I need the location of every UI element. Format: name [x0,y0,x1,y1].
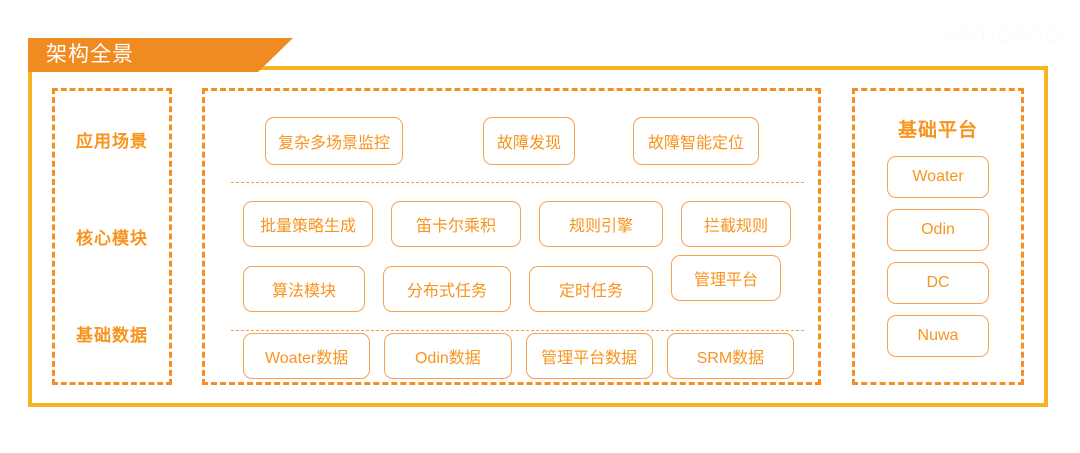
chip-platform-dc[interactable]: DC [887,262,989,304]
page-title: 架构全景 [46,43,134,66]
chip-platform-woater[interactable]: Woater [887,156,989,198]
chip-odin-data[interactable]: Odin数据 [384,333,512,379]
chip-management-platform[interactable]: 管理平台 [671,255,781,301]
layer-row-data: 基础数据 [55,285,169,382]
chip-algorithm-module[interactable]: 算法模块 [243,266,365,312]
divider-core-data [231,330,804,331]
divider-applications-core [231,182,804,183]
chip-complex-scene-monitoring[interactable]: 复杂多场景监控 [265,117,403,165]
outer-frame [28,66,1048,407]
architecture-diagram: 应用场景 核心模块 基础数据 复杂多场景监控 故障发现 故障智能定位 批量策略生… [28,66,1048,407]
layer-column: 应用场景 核心模块 基础数据 [52,88,172,385]
core-modules-row-1: 批量策略生成 笛卡尔乘积 规则引擎 拦截规则 [205,195,818,253]
chip-platform-nuwa[interactable]: Nuwa [887,315,989,357]
layer-label-application: 应用场景 [76,132,148,151]
chip-intercept-rule[interactable]: 拦截规则 [681,201,791,247]
watermark: VNTIQ5OQ [945,24,1062,47]
chip-srm-data[interactable]: SRM数据 [666,333,794,379]
layer-label-data: 基础数据 [76,326,148,345]
chip-fault-discovery[interactable]: 故障发现 [483,117,575,165]
chip-woater-data[interactable]: Woater数据 [243,333,371,379]
chip-batch-strategy-generation[interactable]: 批量策略生成 [243,201,373,247]
base-platform-title: 基础平台 [897,120,978,141]
layer-label-core: 核心模块 [76,229,148,248]
layer-row-core: 核心模块 [55,188,169,285]
chip-rule-engine[interactable]: 规则引擎 [539,201,663,247]
chip-distributed-task[interactable]: 分布式任务 [383,266,511,312]
title-banner-shape [28,38,293,72]
chip-cartesian-product[interactable]: 笛卡尔乘积 [391,201,521,247]
base-platform-column: 基础平台 Woater Odin DC Nuwa [852,88,1024,385]
base-data-row: Woater数据 Odin数据 管理平台数据 SRM数据 [205,329,818,383]
chip-platform-odin[interactable]: Odin [887,209,989,251]
module-container: 复杂多场景监控 故障发现 故障智能定位 批量策略生成 笛卡尔乘积 规则引擎 拦截… [202,88,821,385]
chip-fault-intelligent-location[interactable]: 故障智能定位 [633,117,759,165]
core-modules-row-2: 算法模块 分布式任务 定时任务 管理平台 [205,253,818,325]
layer-row-application: 应用场景 [55,91,169,188]
chip-management-platform-data[interactable]: 管理平台数据 [525,333,653,379]
application-scenarios-row: 复杂多场景监控 故障发现 故障智能定位 [205,101,818,181]
chip-scheduled-task[interactable]: 定时任务 [529,266,653,312]
